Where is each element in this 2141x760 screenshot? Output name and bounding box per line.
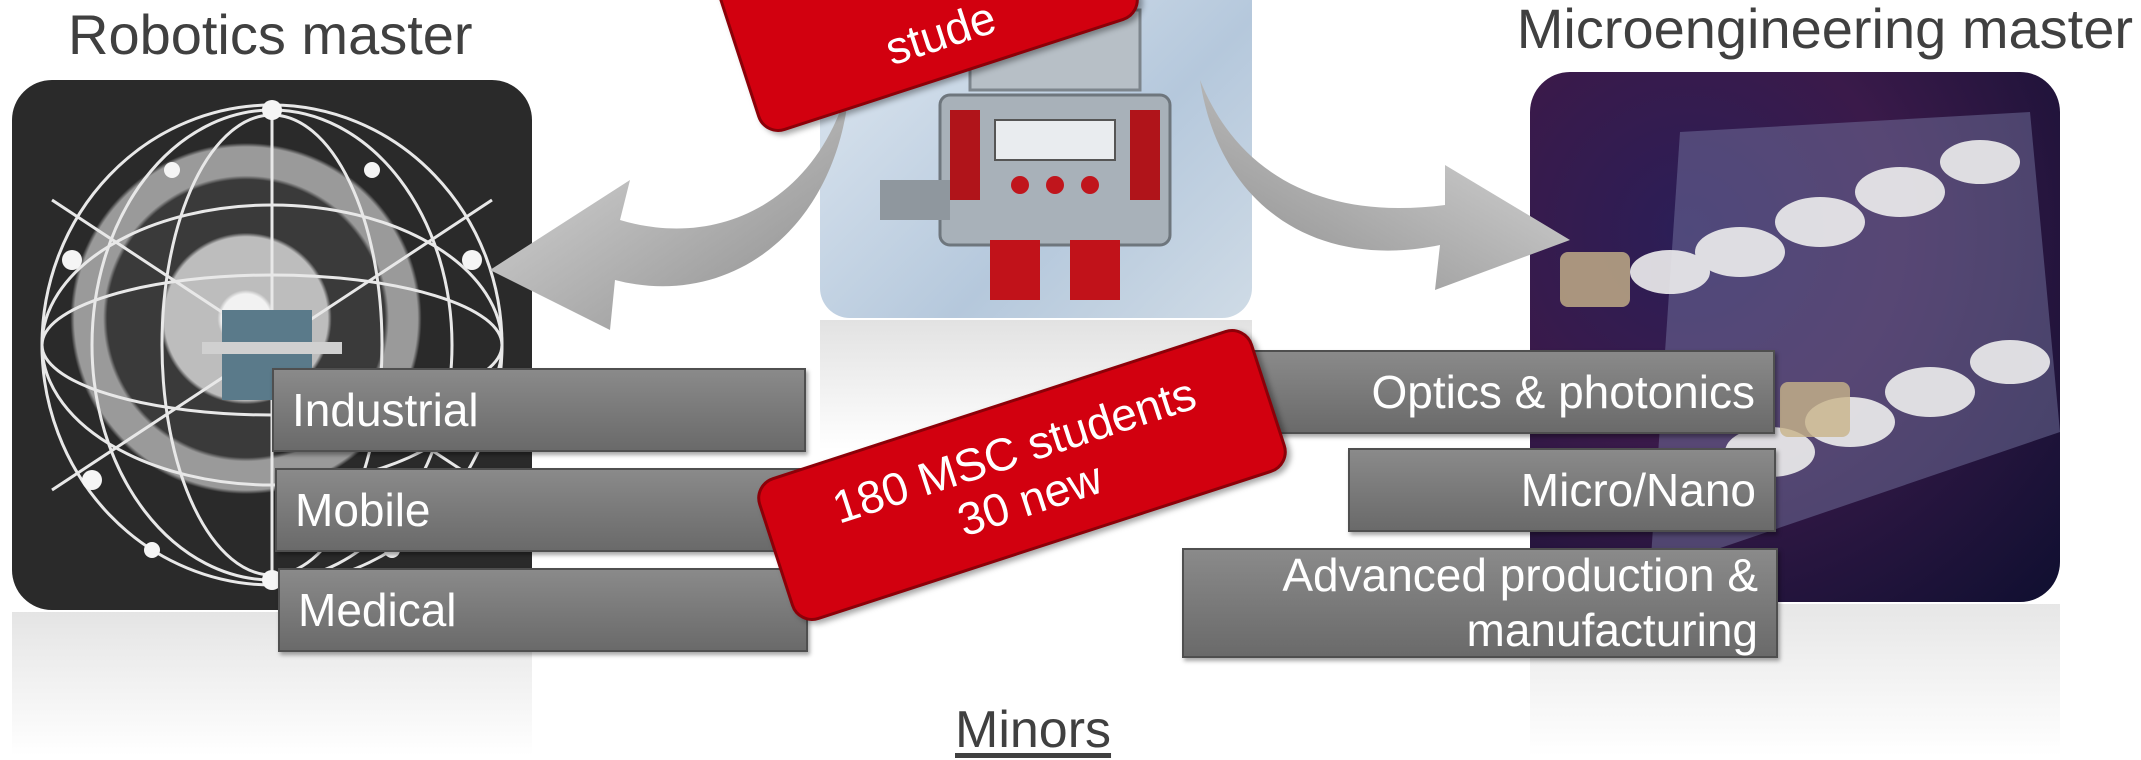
minor-mobile-label: Mobile [295, 484, 431, 536]
minor-advanced-label-line2: manufacturing [1466, 604, 1759, 656]
right-curved-arrow-icon [1200, 80, 1570, 290]
minor-medical-label: Medical [298, 584, 457, 636]
minor-industrial-label: Industrial [292, 384, 479, 436]
minor-mobile: Mobile [275, 468, 805, 552]
minors-label: Minors [955, 701, 1112, 759]
minor-advanced-production: Advanced production & manufacturing [1182, 548, 1778, 658]
robotics-master-title: Robotics master [68, 3, 473, 66]
minor-industrial: Industrial [272, 368, 806, 452]
minor-optics-label: Optics & photonics [1371, 366, 1755, 418]
minor-advanced-label-line1: Advanced production & [1282, 548, 1758, 601]
drone-cage-graphic [40, 100, 504, 590]
minor-micronano-label: Micro/Nano [1520, 464, 1756, 516]
microengineering-master-title: Microengineering master [1516, 0, 2133, 60]
minor-micro-nano: Micro/Nano [1348, 448, 1776, 532]
top-badge-text: stude [878, 0, 1002, 75]
minor-medical: Medical [278, 568, 808, 652]
left-curved-arrow-icon [490, 80, 850, 330]
minor-optics-photonics: Optics & photonics [1215, 350, 1775, 434]
robotics-drone-image [12, 80, 532, 610]
